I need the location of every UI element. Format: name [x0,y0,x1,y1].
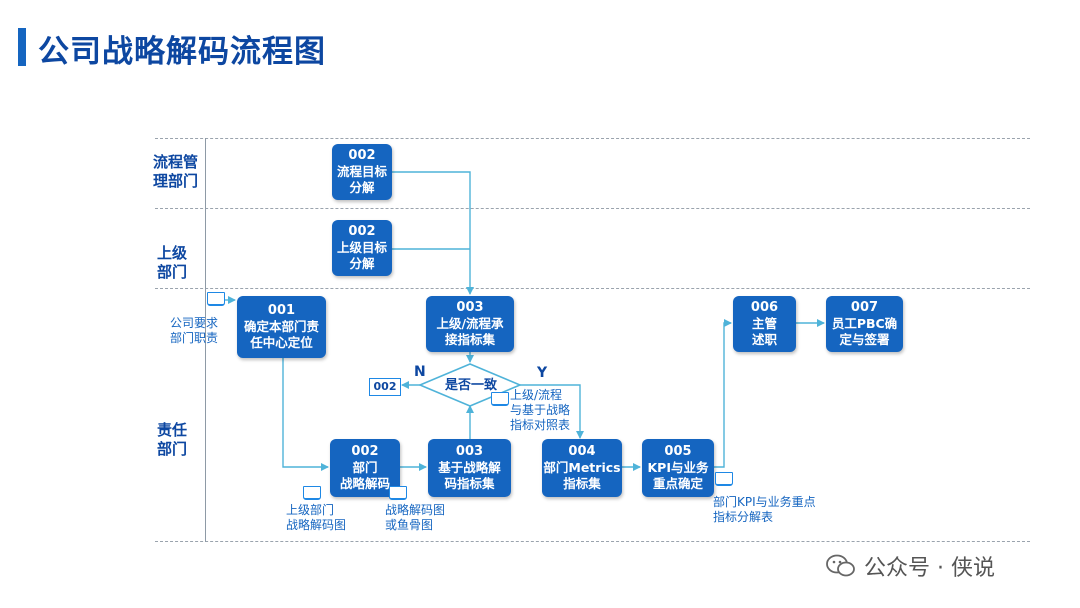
box-003-inherited-metrics[interactable]: 003 上级/流程承 接指标集 [426,296,514,352]
watermark: 公众号 · 侠说 [826,550,995,582]
box-002-dept-decoding[interactable]: 002 部门 战略解码 [330,439,400,497]
arrow-process-to-003 [392,171,474,295]
document-icon [389,486,407,500]
lane-divider-2 [155,288,1030,289]
decision-label: 是否一致 [444,378,497,393]
watermark-text: 公众号 · 侠说 [864,556,995,581]
box-002-superior-target[interactable]: 002 上级目标 分解 [332,220,392,276]
box-004-metrics[interactable]: 004 部门Metrics 指标集 [542,439,622,497]
decision-no-label: N [414,364,426,380]
lane-divider-1 [155,208,1030,209]
document-icon [491,392,509,406]
document-icon [715,472,733,486]
document-icon [207,292,225,306]
arrow-decision-yes [520,384,584,439]
box-001-responsibility[interactable]: 001 确定本部门责 任中心定位 [237,296,326,358]
lane-divider-bottom [155,541,1030,542]
title-accent-bar [18,28,26,66]
box-007-pbc[interactable]: 007 员工PBC确 定与签署 [826,296,903,352]
arrow-001-to-002dept [282,358,329,471]
decision-back-ref[interactable]: 002 [369,378,401,396]
note-comparison-table: 上级/流程与基于战略指标对照表 [510,388,571,432]
box-006-review[interactable]: 006 主管 述职 [733,296,796,352]
lane-label-superior: 上级部门 [157,244,188,281]
wechat-icon [826,554,855,577]
note-company-requirement: 公司要求部门职责 [170,316,219,345]
decision-yes-label: Y [537,365,548,381]
note-superior-decoding-map: 上级部门战略解码图 [286,503,347,532]
lane-label-process: 流程管理部门 [153,153,199,190]
note-decoding-or-fishbone: 战略解码图或鱼骨图 [385,503,446,532]
note-kpi-table: 部门KPI与业务重点指标分解表 [713,495,816,524]
arrow-005-to-006 [714,319,732,468]
lane-header-divider [205,138,206,542]
box-002-process-target[interactable]: 002 流程目标 分解 [332,144,392,200]
box-003-strategy-metrics[interactable]: 003 基于战略解 码指标集 [428,439,511,497]
box-005-kpi[interactable]: 005 KPI与业务 重点确定 [642,439,714,497]
lane-divider-top [155,138,1030,139]
document-icon [303,486,321,500]
page-title: 公司战略解码流程图 [38,34,326,70]
lane-label-responsible: 责任部门 [157,421,188,458]
